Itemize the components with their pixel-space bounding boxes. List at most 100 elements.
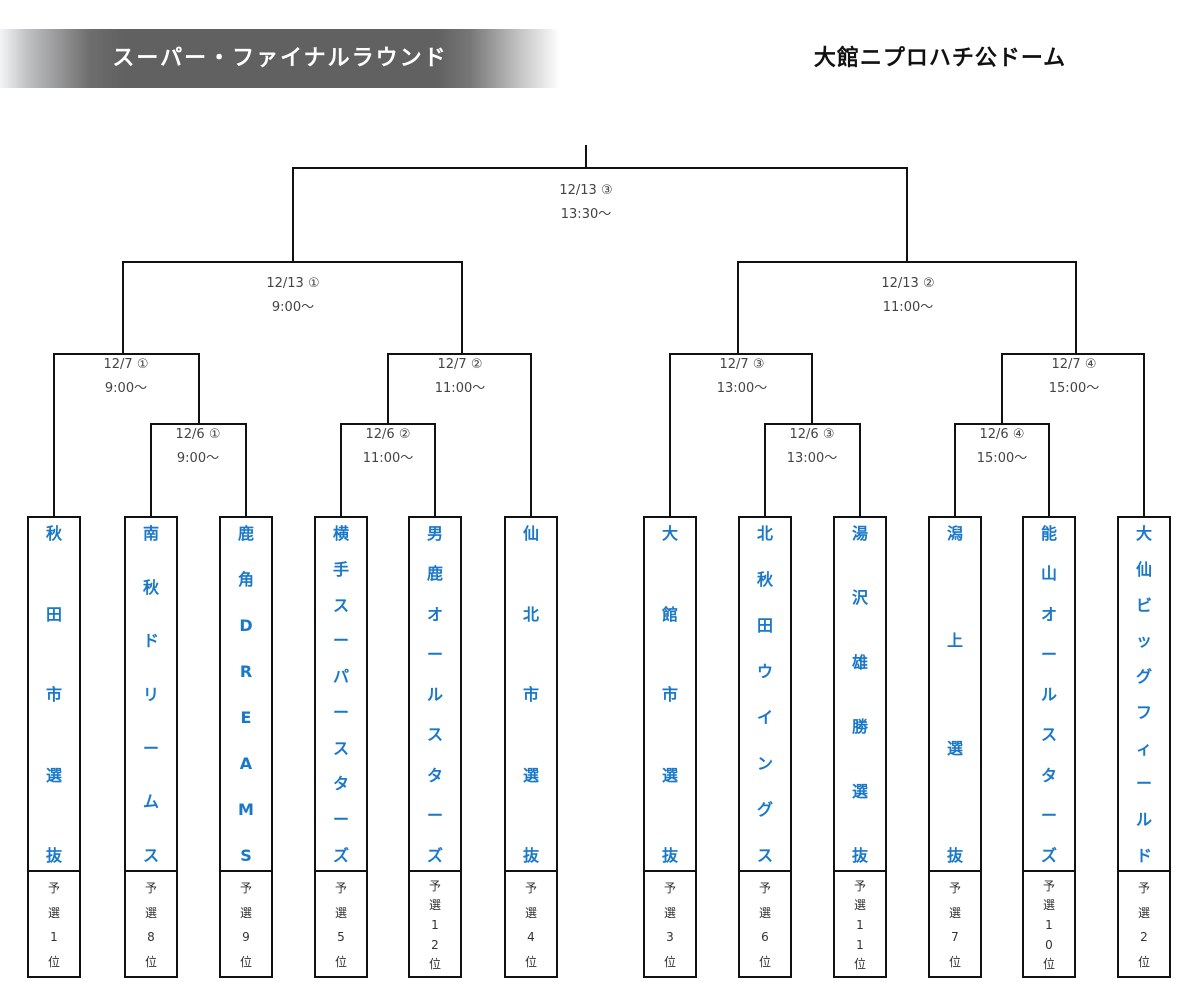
- team-rank-char: 2: [431, 937, 439, 952]
- team-box: 大仙ビッグフィールド: [1117, 516, 1171, 872]
- team-name: 横手スーパースターズ: [316, 524, 366, 866]
- team-rank-char: 5: [337, 930, 345, 945]
- game-date: 12/6 ②: [365, 427, 411, 442]
- team-name-char: 南: [142, 524, 159, 543]
- team-name-char: ス: [756, 846, 773, 865]
- team-name: 大仙ビッグフィールド: [1119, 524, 1169, 866]
- bracket-qf2: [387, 353, 532, 516]
- team-name-char: 選: [45, 765, 62, 785]
- team-rank-char: 予: [334, 881, 347, 896]
- team-name-char: A: [239, 754, 253, 773]
- team-name-char: S: [240, 846, 252, 865]
- team-name-char: ー: [426, 805, 443, 825]
- team-rank-char: 予: [758, 881, 771, 896]
- team-name-char: 市: [522, 685, 539, 704]
- team-name-char: 抜: [946, 845, 963, 865]
- game-time: 13:00〜: [786, 451, 838, 466]
- team-rank-char: 予: [948, 881, 961, 896]
- team-name-char: ー: [426, 644, 443, 664]
- team-box: 男鹿オールスターズ: [408, 516, 462, 872]
- team-name-char: ウ: [756, 662, 773, 681]
- team-rank-char: 予: [663, 881, 676, 896]
- team-name-char: 選: [661, 765, 678, 785]
- team-name-char: ー: [332, 810, 349, 830]
- team-name-char: グ: [756, 800, 773, 819]
- team-name: 男鹿オールスターズ: [410, 524, 460, 866]
- team-name-char: 沢: [851, 588, 868, 608]
- team-name-char: 北: [756, 524, 773, 543]
- team-rank-char: 位: [428, 957, 441, 972]
- team-name-char: 抜: [661, 846, 678, 865]
- team-name: 仙北市選抜: [506, 524, 556, 866]
- round-title: スーパー・ファイナルラウンド: [112, 46, 448, 71]
- team-name-char: 館: [661, 604, 678, 624]
- team-name-char: 抜: [851, 845, 868, 865]
- team-name-char: D: [239, 616, 253, 635]
- team-name-char: 横: [332, 524, 349, 543]
- team-name-char: ー: [332, 631, 349, 651]
- team-rank-char: 予: [428, 878, 441, 893]
- game-label-qf2: 12/7 ② 11:00〜: [400, 353, 520, 401]
- team-rank-char: 予: [1137, 881, 1150, 896]
- game-label-r1-1: 12/6 ① 9:00〜: [138, 423, 258, 471]
- team-rank-char: 位: [524, 954, 537, 969]
- game-label-r1-2: 12/6 ② 11:00〜: [328, 423, 448, 471]
- team-rank-char: 1: [431, 917, 439, 932]
- team-rank-char: 選: [853, 898, 866, 913]
- team-name-char: M: [238, 800, 254, 819]
- team-rank-char: 選: [758, 905, 771, 920]
- team-rank-char: 8: [147, 930, 155, 945]
- team-rank: 予選 1 2 位: [410, 876, 460, 974]
- team-name: 潟上選抜: [930, 524, 980, 866]
- bracket-semi-right: [737, 261, 1077, 354]
- team-rank-char: 選: [428, 898, 441, 913]
- round-banner: スーパー・ファイナルラウンド: [0, 29, 560, 88]
- team-name-char: ー: [1135, 774, 1152, 794]
- team-rank-char: 選: [663, 905, 676, 920]
- game-time: 13:30〜: [560, 207, 612, 222]
- team-name-char: ス: [142, 845, 159, 865]
- team-rank-char: 予: [1042, 878, 1055, 893]
- game-date: 12/7 ④: [1051, 357, 1097, 372]
- team-rank-char: 位: [663, 954, 676, 969]
- team-name-char: ム: [142, 792, 159, 812]
- team-name-char: 能: [1040, 524, 1057, 543]
- game-time: 11:00〜: [882, 300, 934, 315]
- team-rank-char: 位: [1137, 954, 1150, 969]
- game-date: 12/13 ②: [881, 276, 935, 291]
- team-name-char: ズ: [1040, 846, 1057, 865]
- team-name-char: 潟: [946, 524, 963, 543]
- game-time: 15:00〜: [976, 451, 1028, 466]
- team-name-char: ー: [1040, 805, 1057, 825]
- team-rank-char: 4: [527, 930, 535, 945]
- bracket-r1-4: [954, 423, 1050, 516]
- team-name-char: 北: [522, 604, 539, 624]
- team-rank-char: 予: [524, 881, 537, 896]
- team-name: 秋田市選抜: [29, 524, 79, 866]
- team-name-char: 大: [661, 524, 678, 543]
- team-rank-char: 1: [1045, 917, 1053, 932]
- team-rank-char: 1: [856, 917, 864, 932]
- team-name-char: 鹿: [426, 564, 443, 584]
- game-label-qf4: 12/7 ④ 15:00〜: [1014, 353, 1134, 401]
- team-name-char: オ: [1040, 604, 1057, 624]
- game-time: 11:00〜: [434, 381, 486, 396]
- team-rank-box: 予選 1 2 位: [408, 870, 462, 978]
- game-time: 9:00〜: [271, 300, 315, 315]
- team-name-char: ス: [332, 595, 349, 615]
- team-name-char: ィ: [1135, 738, 1152, 758]
- team-name-char: 田: [45, 604, 62, 624]
- team-name-char: ル: [1040, 685, 1057, 704]
- team-box: 潟上選抜: [928, 516, 982, 872]
